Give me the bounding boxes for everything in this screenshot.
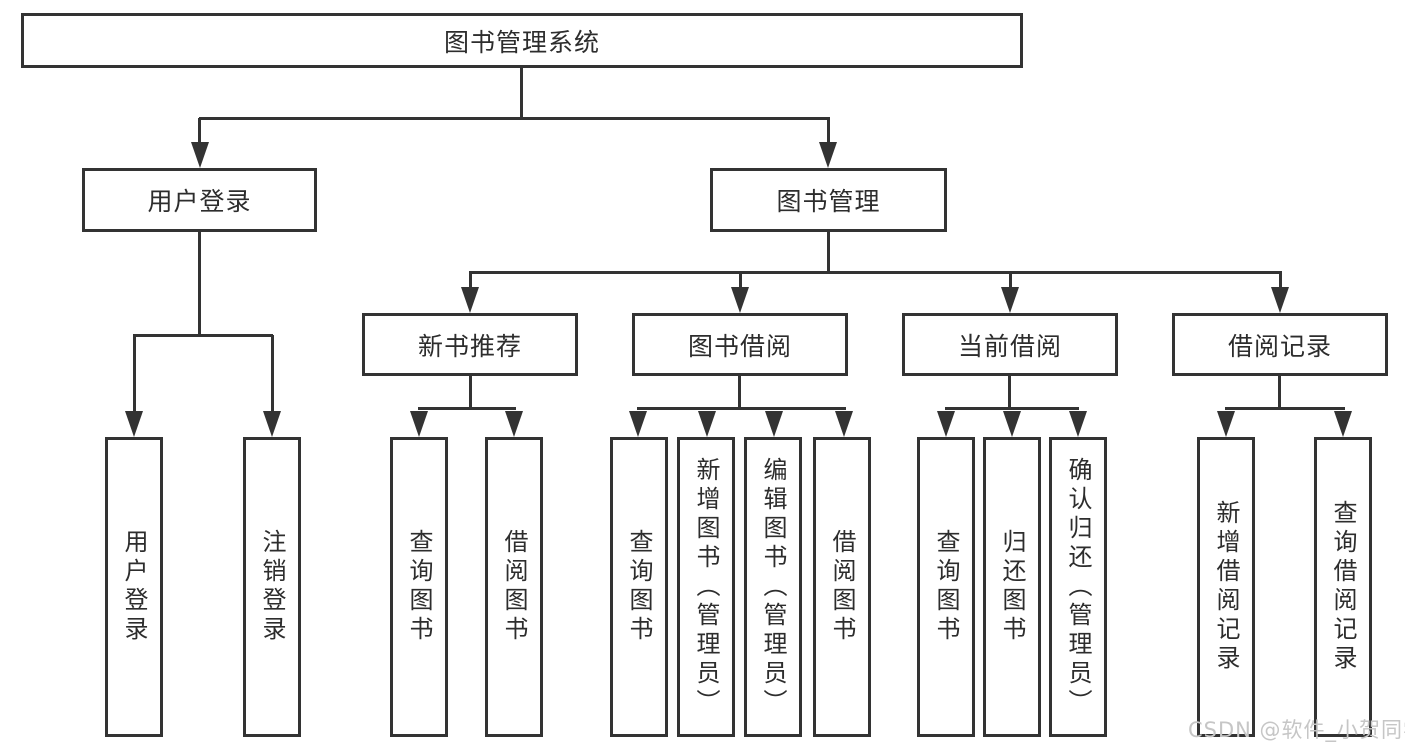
edge-line — [469, 271, 1282, 274]
node-label: 查询图书 — [405, 529, 433, 645]
edge-line — [469, 376, 472, 409]
node-label: 查询图书 — [932, 529, 960, 645]
edge-line — [418, 407, 516, 410]
arrow-down-icon — [835, 411, 853, 437]
node-book-borrow: 图书借阅 — [632, 313, 848, 376]
leaf-add-borrow-record: 新增借阅记录 — [1197, 437, 1255, 737]
node-label: 新增借阅记录 — [1212, 500, 1240, 674]
node-label: 确认归还（管理员） — [1064, 456, 1092, 718]
node-book-management: 图书管理 — [710, 168, 947, 232]
arrow-down-icon — [937, 411, 955, 437]
edge-line — [1009, 272, 1012, 289]
node-label: 借阅记录 — [1227, 331, 1332, 361]
arrow-down-icon — [731, 287, 749, 313]
edge-line — [198, 118, 201, 144]
arrow-down-icon — [461, 287, 479, 313]
node-label: 查询图书 — [625, 529, 653, 645]
node-label: 图书管理 — [776, 187, 881, 216]
arrow-down-icon — [505, 411, 523, 437]
edge-line — [271, 335, 274, 413]
node-current-borrow: 当前借阅 — [902, 313, 1118, 376]
edge-line — [469, 272, 472, 289]
arrow-down-icon — [629, 411, 647, 437]
leaf-query-book-current: 查询图书 — [917, 437, 975, 737]
edge-line — [133, 334, 273, 337]
arrow-down-icon — [1003, 411, 1021, 437]
node-label: 注销登录 — [258, 529, 286, 645]
leaf-logout: 注销登录 — [243, 437, 301, 737]
node-label: 归还图书 — [998, 529, 1026, 645]
edge-line — [739, 272, 742, 289]
node-label: 用户登录 — [147, 187, 252, 216]
leaf-borrow-book: 借阅图书 — [813, 437, 871, 737]
node-label: 查询借阅记录 — [1329, 500, 1357, 674]
node-label: 新增图书（管理员） — [692, 456, 720, 718]
csdn-watermark: CSDN @软件_小贺同学 — [1188, 718, 1405, 742]
edge-line — [827, 118, 830, 144]
arrow-down-icon — [263, 411, 281, 437]
arrow-down-icon — [765, 411, 783, 437]
arrow-down-icon — [1271, 287, 1289, 313]
node-label: 用户登录 — [120, 529, 148, 645]
node-label: 新书推荐 — [417, 331, 522, 361]
arrow-down-icon — [1334, 411, 1352, 437]
node-label: 当前借阅 — [957, 331, 1062, 361]
leaf-borrow-book-recommend: 借阅图书 — [485, 437, 543, 737]
leaf-query-borrow-record: 查询借阅记录 — [1314, 437, 1372, 737]
arrow-down-icon — [1069, 411, 1087, 437]
arrow-down-icon — [410, 411, 428, 437]
leaf-confirm-return-admin: 确认归还（管理员） — [1049, 437, 1107, 737]
node-new-book-recommend: 新书推荐 — [362, 313, 578, 376]
leaf-add-book-admin: 新增图书（管理员） — [677, 437, 735, 737]
node-user-login: 用户登录 — [82, 168, 317, 232]
edge-line — [1278, 376, 1281, 409]
edge-line — [520, 68, 523, 118]
leaf-user-login: 用户登录 — [105, 437, 163, 737]
leaf-query-book-recommend: 查询图书 — [390, 437, 448, 737]
edge-line — [637, 407, 846, 410]
edge-line — [827, 232, 830, 272]
edge-line — [133, 335, 136, 413]
node-label: 图书管理系统 — [443, 27, 600, 57]
leaf-query-book-borrow: 查询图书 — [610, 437, 668, 737]
leaf-edit-book-admin: 编辑图书（管理员） — [744, 437, 802, 737]
edge-line — [1225, 407, 1345, 410]
arrow-down-icon — [1217, 411, 1235, 437]
edge-line — [945, 407, 1079, 410]
leaf-return-book: 归还图书 — [983, 437, 1041, 737]
arrow-down-icon — [191, 142, 209, 168]
edge-line — [199, 117, 830, 120]
arrow-down-icon — [125, 411, 143, 437]
edge-line — [1279, 272, 1282, 289]
node-label: 图书借阅 — [687, 331, 792, 361]
edge-line — [738, 376, 741, 409]
edge-line — [198, 232, 201, 335]
edge-line — [1008, 376, 1011, 409]
arrow-down-icon — [698, 411, 716, 437]
node-label: 借阅图书 — [828, 529, 856, 645]
arrow-down-icon — [819, 142, 837, 168]
node-label: 编辑图书（管理员） — [759, 456, 787, 718]
node-borrow-record: 借阅记录 — [1172, 313, 1388, 376]
node-label: 借阅图书 — [500, 529, 528, 645]
node-library-management-system: 图书管理系统 — [21, 13, 1023, 68]
arrow-down-icon — [1001, 287, 1019, 313]
